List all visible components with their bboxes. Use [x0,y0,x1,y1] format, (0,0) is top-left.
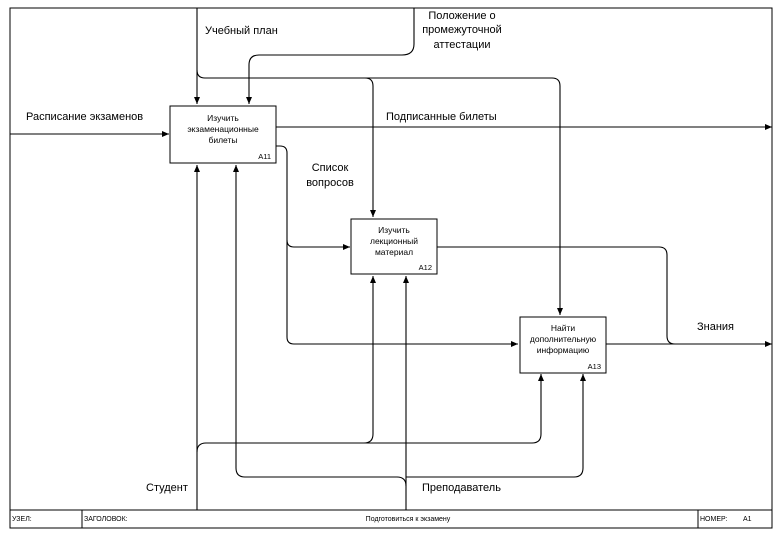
box-a11-line-3: билеты [208,135,237,145]
footer-number-label: НОМЕР: [700,516,728,523]
label-polozhenie-line-2: промежуточной [422,24,502,36]
arrow-uchebny-plan [194,8,563,315]
label-spisok-line-2: вопросов [306,177,354,189]
label-spisok-line-1: Список [312,162,349,174]
label-prepodavatel: Преподаватель [422,482,501,494]
box-a11[interactable]: Изучить экзаменационные билеты A11 [169,105,277,164]
box-a11-line-2: экзаменационные [187,124,259,134]
label-uchebny-plan: Учебный план [205,25,278,37]
box-a13-line-1: Найти [551,323,576,333]
label-student: Студент [146,482,188,494]
arrow-spisok [276,145,518,347]
box-a11-number: A11 [258,152,271,161]
box-a12-line-2: лекционный [370,236,418,246]
box-a13-number: A13 [588,362,601,371]
footer-title-label: ЗАГОЛОВОК: [84,516,128,523]
box-a13-line-3: информацию [537,345,590,355]
label-polozhenie-line-1: Положение о [428,10,495,22]
footer-title: Подготовиться к экзамену [366,516,451,523]
label-raspisanie: Расписание экзаменов [26,111,143,123]
footer-number: A1 [743,516,752,523]
box-a11-line-1: Изучить [207,113,239,123]
footer-node-label: УЗЕЛ: [12,516,32,523]
box-a13[interactable]: Найти дополнительную информацию A13 [519,316,607,374]
box-a12-line-1: Изучить [378,225,410,235]
arrow-student [194,165,544,510]
box-a12-line-3: материал [375,247,413,257]
label-znaniya: Знания [697,321,734,333]
box-a12[interactable]: Изучить лекционный материал A12 [350,218,438,275]
box-a12-number: A12 [419,263,432,272]
box-a13-line-2: дополнительную [530,334,597,344]
footer: УЗЕЛ: ЗАГОЛОВОК: Подготовиться к экзамен… [9,509,773,529]
label-polozhenie-line-3: аттестации [433,39,490,51]
label-podpisannye: Подписанные билеты [386,111,497,123]
arrow-prepodavatel [233,165,586,510]
arrow-polozhenie [246,8,415,104]
